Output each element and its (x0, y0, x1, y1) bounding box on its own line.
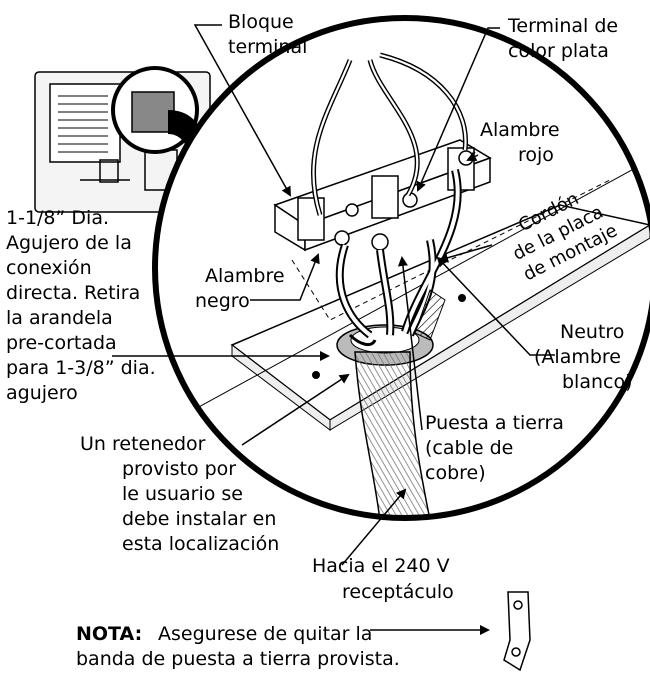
svg-text:agujero: agujero (6, 382, 78, 404)
svg-text:provisto por: provisto por (122, 458, 236, 480)
label-agujero: 1-1/8” Dia. Agujero de la conexión direc… (6, 207, 156, 404)
nota-line-2: banda de puesta a tierra provista. (76, 648, 400, 670)
label-retenedor: Un retenedor provisto por le usuario se … (80, 433, 279, 555)
svg-text:negro: negro (195, 290, 250, 312)
svg-text:receptáculo: receptáculo (342, 581, 454, 603)
svg-text:color plata: color plata (508, 40, 609, 62)
svg-text:para 1-3/8” dia.: para 1-3/8” dia. (6, 357, 156, 379)
svg-text:terminal: terminal (228, 36, 307, 58)
svg-text:cobre): cobre) (425, 462, 486, 484)
svg-text:Puesta a tierra: Puesta a tierra (425, 412, 564, 434)
label-alambre-rojo: Alambre rojo (480, 119, 560, 166)
nota-line-1: Asegurese de quitar la (158, 623, 372, 645)
svg-text:Agujero de la: Agujero de la (6, 232, 132, 254)
label-bloque-terminal: Bloque terminal (228, 11, 307, 58)
label-neutro: Neutro (Alambre blanco) (534, 321, 633, 393)
svg-text:blanco): blanco) (562, 371, 633, 393)
svg-text:pre-cortada: pre-cortada (6, 332, 117, 354)
svg-text:Bloque: Bloque (228, 11, 294, 33)
nota: NOTA: Asegurese de quitar la banda de pu… (76, 623, 400, 670)
range-back-inset (34, 66, 211, 213)
svg-text:(Alambre: (Alambre (534, 346, 621, 368)
svg-text:(cable de: (cable de (425, 437, 513, 459)
svg-text:Alambre: Alambre (205, 265, 285, 287)
label-alambre-negro: Alambre negro (195, 265, 285, 312)
svg-text:Alambre: Alambre (480, 119, 560, 141)
svg-text:Hacia el 240 V: Hacia el 240 V (312, 555, 450, 577)
label-puesta-tierra: Puesta a tierra (cable de cobre) (425, 412, 564, 484)
svg-text:le usuario se: le usuario se (122, 483, 243, 505)
svg-text:la arandela: la arandela (6, 307, 113, 329)
svg-text:conexión: conexión (6, 257, 92, 279)
nota-heading: NOTA: (76, 623, 142, 645)
svg-text:Un retenedor: Un retenedor (80, 433, 206, 455)
svg-text:rojo: rojo (518, 144, 554, 166)
label-hacia: Hacia el 240 V receptáculo (312, 555, 454, 603)
svg-text:debe instalar en: debe instalar en (122, 508, 276, 530)
svg-text:directa. Retira: directa. Retira (6, 282, 140, 304)
leader-lines (112, 24, 555, 635)
svg-text:esta localización: esta localización (122, 533, 279, 555)
svg-text:1-1/8” Dia.: 1-1/8” Dia. (6, 207, 109, 229)
svg-text:Terminal de: Terminal de (507, 15, 618, 37)
label-terminal-plata: Terminal de color plata (507, 15, 618, 62)
ground-strap-icon (503, 591, 531, 672)
svg-text:Neutro: Neutro (560, 321, 624, 343)
